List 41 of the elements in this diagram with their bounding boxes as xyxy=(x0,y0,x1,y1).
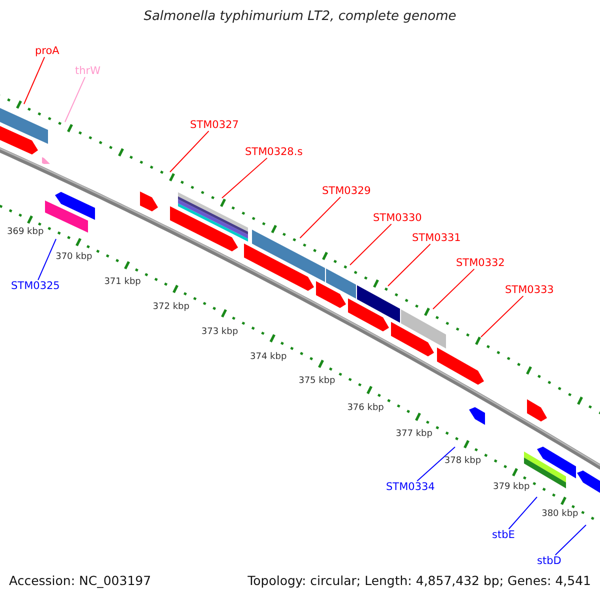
gene-label: thrW xyxy=(75,65,100,78)
footer-note: Topology: circular; Length: 4,857,432 bp; Genes: 4,541 xyxy=(248,574,591,588)
leader-line xyxy=(432,268,475,310)
scale-label: 380 kbp xyxy=(542,508,578,520)
scale-label: 373 kbp xyxy=(201,326,238,337)
gene-label: STM0330 xyxy=(373,212,422,224)
gene-label: stbD xyxy=(537,555,562,568)
leader-line xyxy=(64,76,86,122)
scale-label: 370 kbp xyxy=(56,252,92,262)
leader-line xyxy=(554,524,586,556)
footer-note: Accession: NC_003197 xyxy=(9,574,152,588)
leader-line xyxy=(222,158,268,198)
gene-label: STM0332 xyxy=(456,257,505,270)
scale-label: 378 kbp xyxy=(444,456,482,466)
gene-label: STM0333 xyxy=(505,284,554,296)
gene-label: STM0334 xyxy=(386,481,435,494)
leader-line xyxy=(350,224,392,266)
leader-line xyxy=(300,196,341,238)
scale-label: 375 kbp xyxy=(298,376,336,387)
leader-line xyxy=(388,244,431,286)
scale-label: 371 kbp xyxy=(104,276,141,288)
gene-label: proA xyxy=(35,45,60,58)
scale-label: 377 kbp xyxy=(396,429,432,440)
leader-line xyxy=(24,56,46,104)
leader-line xyxy=(480,296,524,338)
leader-line xyxy=(508,496,538,530)
gene-label: STM0329 xyxy=(322,185,371,198)
scale-label: 374 kbp xyxy=(250,352,287,362)
gene-label: STM0328.s xyxy=(245,146,303,158)
scale-label: 379 kbp xyxy=(493,482,530,493)
scale-label: 376 kbp xyxy=(347,402,384,414)
scale-label: 369 kbp xyxy=(7,227,44,238)
leader-line xyxy=(416,446,456,482)
map-title: Salmonella typhimurium LT2, complete genome xyxy=(142,10,458,25)
gene-label: STM0325 xyxy=(11,280,60,292)
leader-line xyxy=(38,238,56,280)
gene-label: STM0331 xyxy=(412,232,461,244)
gene-label: STM0327 xyxy=(190,119,239,132)
leader-line xyxy=(170,130,210,172)
gene-label: stbE xyxy=(492,529,515,542)
scale-label: 372 kbp xyxy=(152,302,190,312)
